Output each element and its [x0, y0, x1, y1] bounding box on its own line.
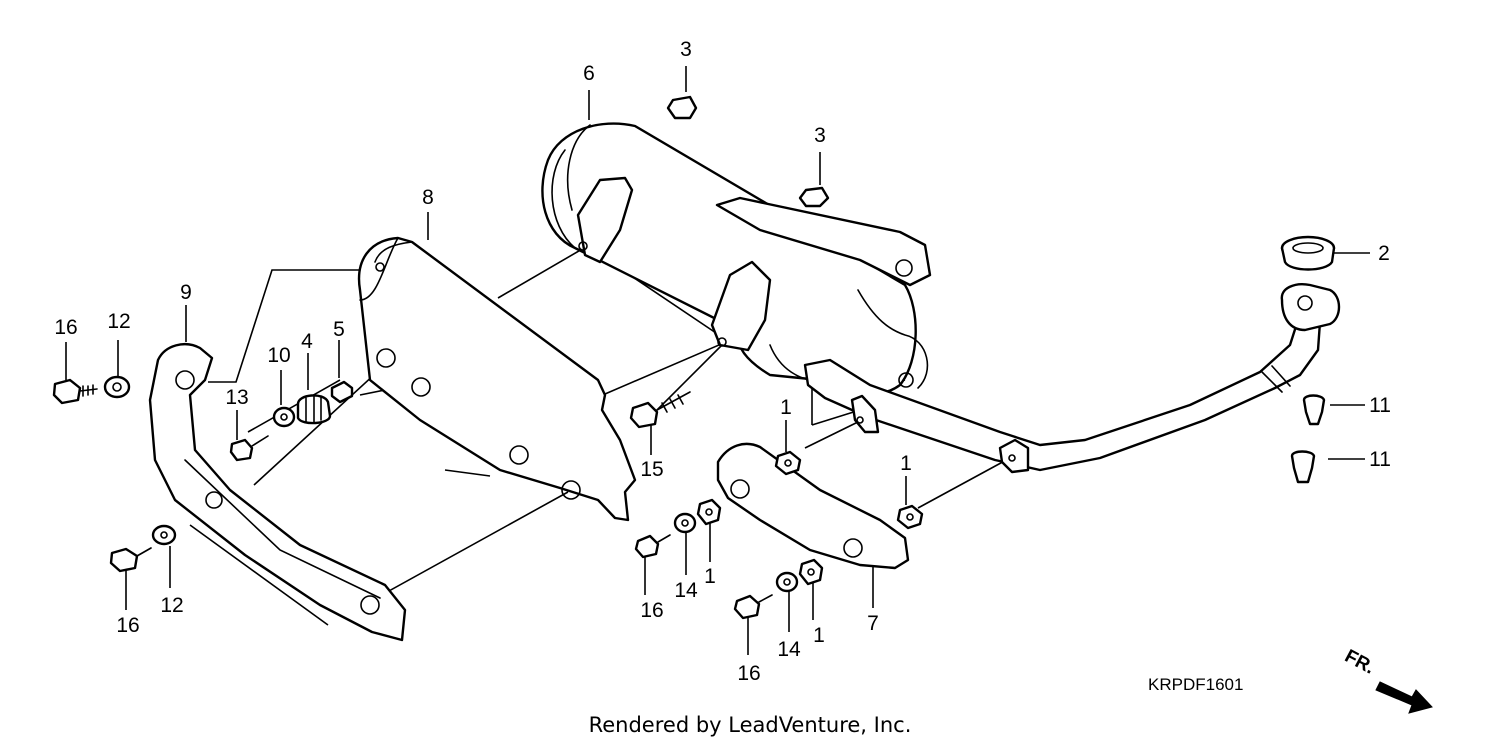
callout-7: 7 — [867, 612, 879, 635]
callout-1: 1 — [900, 452, 912, 475]
heat-guard — [716, 442, 910, 570]
muffler-body — [541, 122, 932, 396]
gasket — [1280, 235, 1336, 271]
callout-13: 13 — [225, 386, 248, 409]
callout-6: 6 — [583, 62, 595, 85]
callout-12: 12 — [160, 594, 183, 617]
callout-3: 3 — [814, 124, 826, 147]
callout-16: 16 — [116, 614, 139, 637]
callout-5: 5 — [333, 318, 345, 341]
callout-10: 10 — [267, 344, 290, 367]
callout-3: 3 — [680, 38, 692, 61]
diagram-code: KRPDF1601 — [1148, 675, 1243, 694]
callout-8: 8 — [422, 186, 434, 209]
hardware-rubbers — [666, 95, 830, 208]
callout-9: 9 — [180, 281, 192, 304]
footer-credit: Rendered by LeadVenture, Inc. — [588, 713, 912, 737]
callout-11: 11 — [1369, 394, 1391, 417]
callout-12: 12 — [107, 310, 130, 333]
callout-2: 2 — [1378, 242, 1390, 265]
callout-1: 1 — [704, 565, 716, 588]
hardware-clips — [1290, 394, 1326, 484]
callout-1: 1 — [780, 396, 792, 419]
callout-14: 14 — [674, 579, 698, 602]
callout-16: 16 — [737, 662, 760, 685]
callout-14: 14 — [777, 638, 801, 661]
exhaust-pipe — [803, 283, 1341, 474]
callout-11: 11 — [1369, 448, 1391, 471]
hardware-washers — [103, 375, 924, 593]
hardware-bolts — [52, 378, 773, 620]
callout-labels: 3 3 6 8 2 9 16 12 10 4 5 13 11 11 1 1 15… — [54, 38, 1391, 685]
callout-4: 4 — [301, 330, 313, 353]
callout-16: 16 — [640, 599, 663, 622]
front-arrow-icon — [1375, 681, 1433, 714]
callout-16: 16 — [54, 316, 77, 339]
front-label: FR. — [1341, 646, 1378, 679]
heat-shield-front — [357, 236, 637, 522]
callout-15: 15 — [640, 458, 663, 481]
callout-1: 1 — [813, 624, 825, 647]
heat-shield-rear — [148, 343, 407, 642]
leader-lines — [65, 66, 1370, 655]
front-direction-indicator: FR. — [1341, 646, 1433, 714]
